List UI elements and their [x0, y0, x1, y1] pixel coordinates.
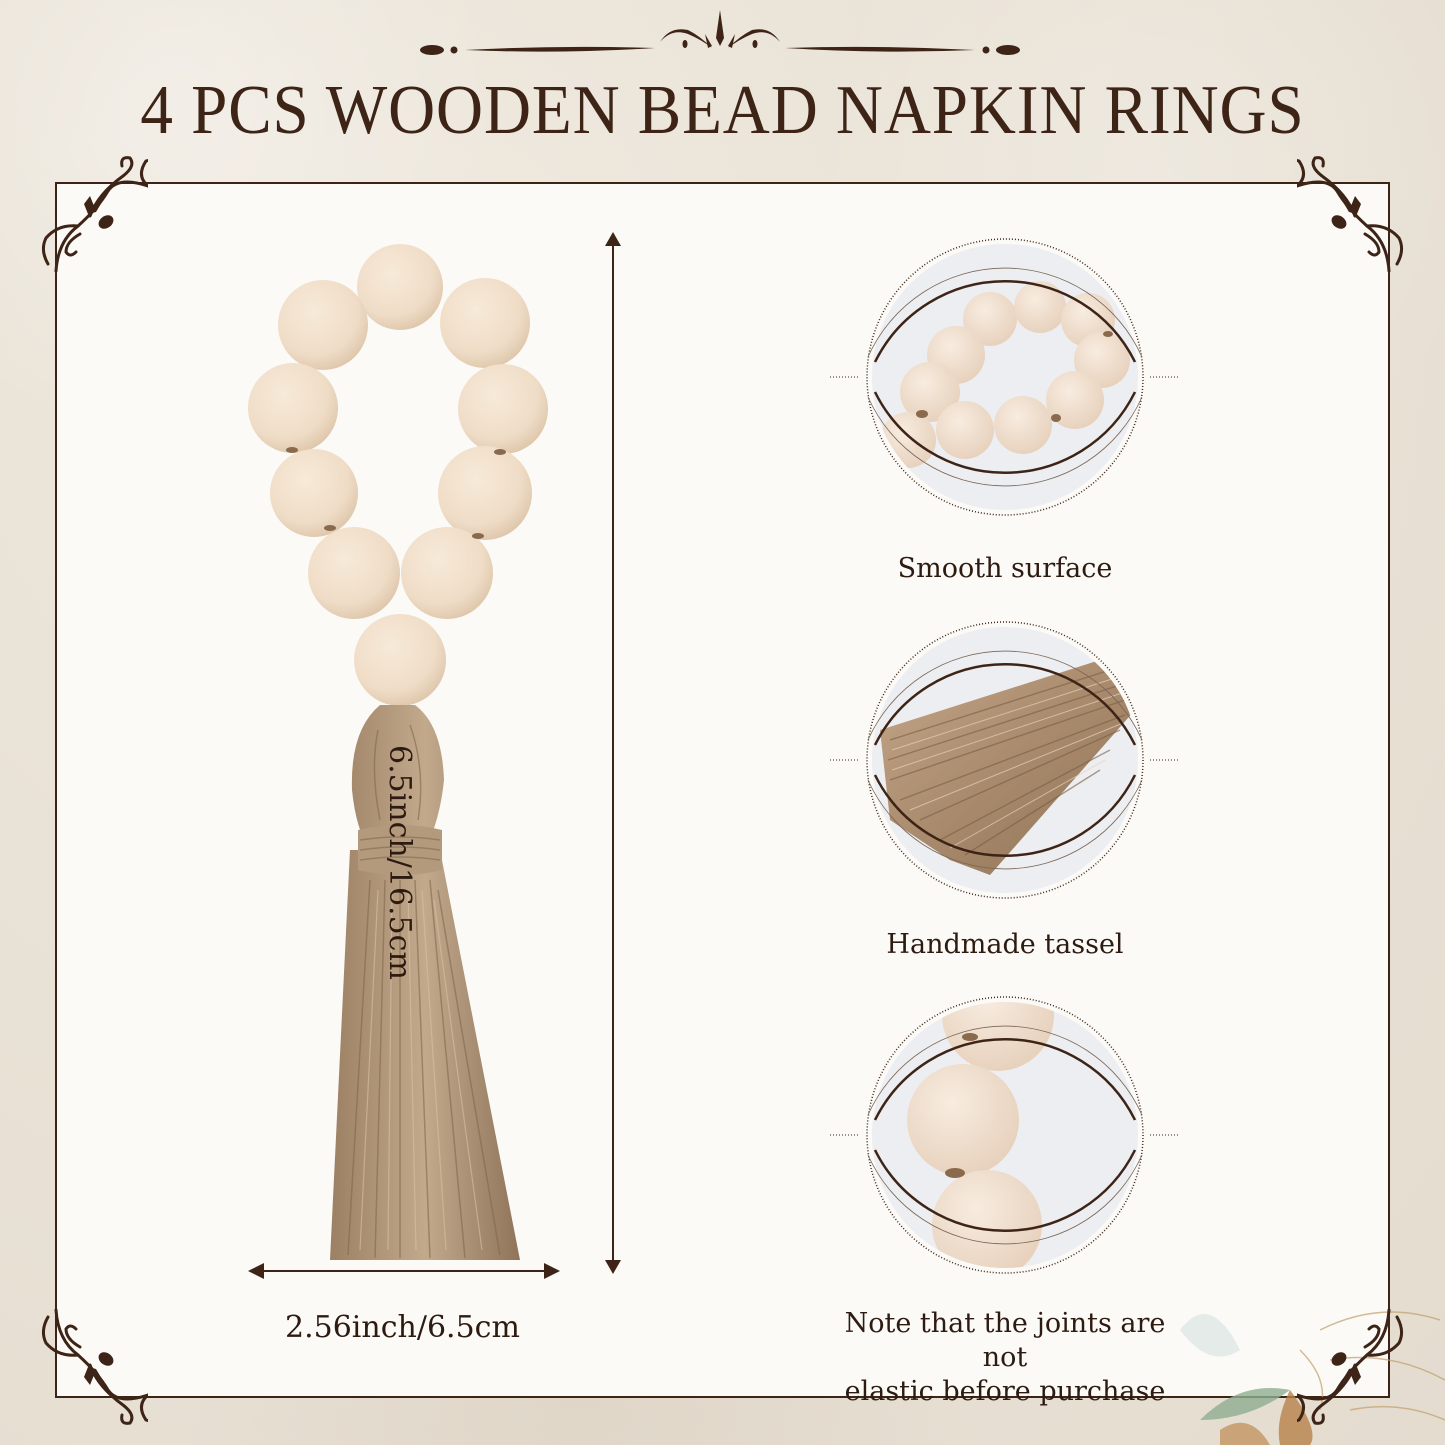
medallion-frame: [830, 975, 1180, 1295]
page-title: 4 PCS WOODEN BEAD NAPKIN RINGS: [140, 72, 1305, 149]
arrow-left-icon: [248, 1263, 264, 1279]
medallion-frame: [830, 222, 1180, 542]
corner-flourish-icon: [1297, 156, 1404, 273]
feature-caption: Smooth surface: [897, 553, 1113, 584]
arrow-up-icon: [605, 232, 621, 246]
medallion-frame: [830, 600, 1180, 920]
feature-caption-line2: elastic before purchase: [844, 1375, 1166, 1407]
jute-tassel-closeup-image: [830, 621, 1180, 899]
arrow-right-icon: [544, 1263, 560, 1279]
napkin-ring-product-image: [248, 244, 548, 1260]
feature-caption-line1: Note that the joints are not: [844, 1308, 1166, 1373]
height-dimension-label: 6.5inch/16.5cm: [382, 745, 418, 980]
corner-flourish-icon: [1297, 1308, 1404, 1425]
corner-flourish-icon: [41, 1308, 148, 1425]
feature-smooth-surface: Smooth surface: [830, 222, 1180, 586]
width-dimension-line: [255, 1270, 555, 1272]
arrow-down-icon: [605, 1260, 621, 1274]
height-dimension-line: [612, 235, 614, 1265]
corner-flourish-icon: [41, 156, 148, 273]
bead-ring-closeup-image: [830, 238, 1180, 516]
flourish-divider-icon: [420, 10, 1020, 55]
feature-joints-note: Note that the joints are not elastic bef…: [830, 975, 1180, 1408]
feature-caption: Note that the joints are not elastic bef…: [830, 1307, 1180, 1408]
width-dimension-label: 2.56inch/6.5cm: [285, 1310, 520, 1345]
feature-handmade-tassel: Handmade tassel: [830, 600, 1180, 962]
bead-joint-closeup-image: [830, 996, 1180, 1274]
feature-caption: Handmade tassel: [886, 929, 1124, 960]
